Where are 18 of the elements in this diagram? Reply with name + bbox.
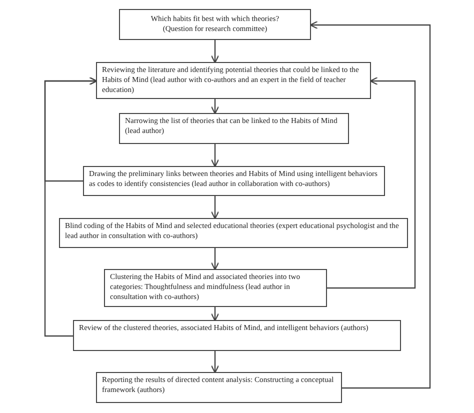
process-box	[83, 166, 385, 196]
arrow	[210, 307, 220, 322]
arrow	[210, 99, 220, 114]
arrow	[310, 20, 431, 389]
process-box	[119, 113, 349, 144]
arrow	[327, 76, 416, 289]
arrow	[210, 248, 220, 270]
arrow	[44, 76, 98, 182]
arrow	[210, 40, 220, 64]
process-box	[104, 269, 327, 307]
arrow	[210, 196, 220, 220]
arrow	[210, 351, 220, 374]
process-box	[96, 372, 342, 403]
process-box	[59, 218, 408, 248]
process-box	[119, 9, 311, 40]
arrow	[210, 144, 220, 168]
process-box	[96, 62, 371, 99]
process-box	[73, 320, 401, 351]
